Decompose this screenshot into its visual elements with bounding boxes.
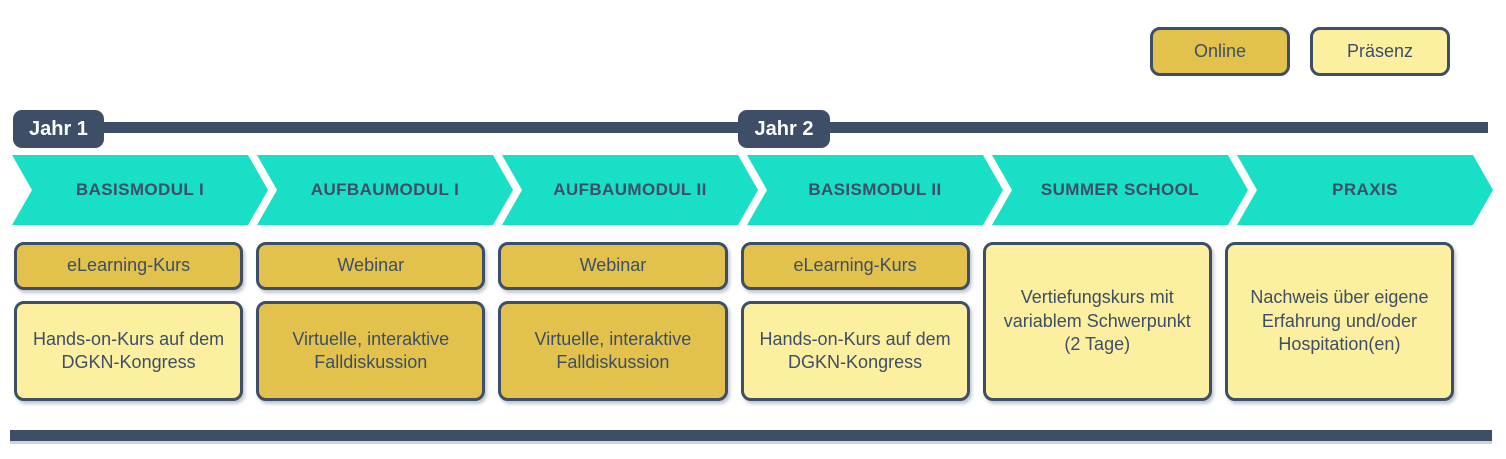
course-box-webinar-2: Webinar (498, 242, 728, 290)
chevron-aufbaumodul-2: AUFBAUMODUL II (502, 155, 758, 225)
bottom-divider-bar (10, 430, 1492, 441)
course-box-elearning-2: eLearning-Kurs (740, 242, 970, 290)
chevron-aufbaumodul-1: AUFBAUMODUL I (257, 155, 513, 225)
course-box-nachweis: Nachweis über eigene Erfahrung und/oder … (1224, 242, 1454, 401)
chevron-basismodul-1: BASISMODUL I (12, 155, 268, 225)
course-box-handson-2: Hands-on-Kurs auf dem DGKN-Kongress (740, 301, 970, 401)
course-box-falldiskussion-2: Virtuelle, interaktive Falldiskussion (498, 301, 728, 401)
legend-praesenz: Präsenz (1310, 27, 1450, 76)
year-2-badge: Jahr 2 (738, 110, 830, 148)
year-1-badge: Jahr 1 (13, 110, 104, 148)
course-box-elearning-1: eLearning-Kurs (14, 242, 244, 290)
course-box-handson-1: Hands-on-Kurs auf dem DGKN-Kongress (14, 301, 244, 401)
course-box-webinar-1: Webinar (256, 242, 486, 290)
course-box-falldiskussion-1: Virtuelle, interaktive Falldiskussion (256, 301, 486, 401)
course-box-vertiefungskurs: Vertiefungskurs mit variablem Schwerpunk… (982, 242, 1212, 401)
legend: Online Präsenz (1150, 27, 1450, 76)
chevron-basismodul-2: BASISMODUL II (747, 155, 1003, 225)
course-grid: eLearning-Kurs Webinar Webinar eLearning… (14, 242, 1454, 401)
legend-online: Online (1150, 27, 1290, 76)
chevron-summer-school: SUMMER SCHOOL (992, 155, 1248, 225)
module-chevron-band: BASISMODUL I AUFBAUMODUL I AUFBAUMODUL I… (12, 155, 1493, 225)
chevron-praxis: PRAXIS (1237, 155, 1493, 225)
